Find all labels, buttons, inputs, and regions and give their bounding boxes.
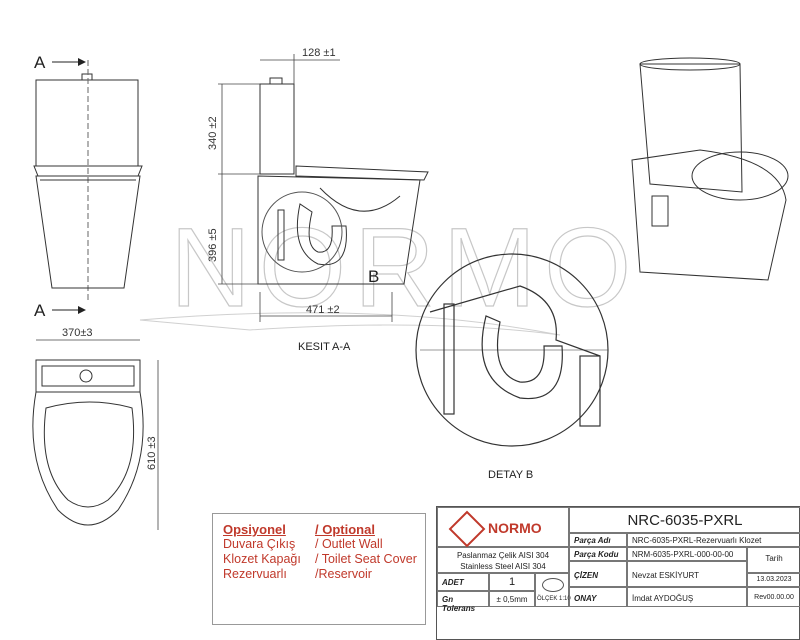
- section-seat: [295, 165, 429, 181]
- qty-value: 1: [489, 573, 535, 591]
- date-label: Tarih: [747, 547, 800, 573]
- iso-access-panel: [651, 195, 669, 227]
- detail-b-circle: [261, 191, 343, 273]
- front-bowl: [35, 175, 141, 289]
- plan-flush-button: [79, 369, 93, 383]
- optional-item: Klozet Kapağı / Toilet Seat Cover: [223, 552, 417, 566]
- section-trap: [296, 203, 347, 266]
- section-a-bottom: A: [34, 301, 46, 320]
- dim-top-width: 128 ±1: [302, 47, 336, 59]
- front-view: [33, 60, 143, 300]
- date-value: 13.03.2023: [747, 573, 800, 587]
- detail-name: DETAY B: [488, 469, 533, 481]
- material-tr: Paslanmaz Çelik AISI 304: [456, 551, 550, 560]
- title-block: NORMO Paslanmaz Çelik AISI 304 Stainless…: [436, 506, 800, 640]
- drawn-label: ÇİZEN: [569, 561, 627, 587]
- section-a-top: A: [34, 53, 46, 72]
- section-tank: [259, 83, 295, 175]
- approved-by: İmdat AYDOĞUŞ: [627, 587, 747, 607]
- section-view: [257, 77, 429, 285]
- iso-bowl: [631, 149, 787, 281]
- plan-tank: [35, 359, 141, 393]
- detail-trap: [481, 315, 563, 400]
- optional-item: Rezervuarlı /Reservoir: [223, 567, 372, 581]
- optional-title-tr: Opsiyonel: [223, 522, 286, 537]
- company-logo: [448, 510, 486, 548]
- part-code: NRM-6035-PXRL-000-00-00: [627, 547, 747, 561]
- section-name: KESIT A-A: [298, 341, 351, 353]
- dim-bowl-height: 396 ±5: [207, 228, 219, 262]
- watermark-text: NORMO: [170, 205, 639, 330]
- tolerance-label: Gn Tolerans: [437, 591, 489, 613]
- projection-icon: [542, 578, 564, 592]
- drawn-by: Nevzat ESKİYURT: [627, 561, 747, 587]
- part-code-label: Parça Kodu: [569, 547, 627, 561]
- tolerance-value: ± 0,5mm: [489, 591, 535, 607]
- approved-label: ONAY: [569, 587, 627, 607]
- watermark: NORMO: [139, 204, 639, 336]
- section-bowl: [257, 175, 421, 285]
- material-cell: Paslanmaz Çelik AISI 304 Stainless Steel…: [437, 547, 569, 573]
- section-markers: A A: [34, 53, 86, 320]
- iso-view: [631, 57, 789, 281]
- detail-view: [415, 253, 609, 447]
- watermark-swoosh: [139, 312, 561, 336]
- iso-seat: [691, 151, 789, 201]
- dim-depth: 471 ±2: [306, 304, 340, 316]
- plan-seat: [43, 401, 135, 508]
- plan-view: [32, 339, 159, 530]
- projection-cell: ÖLÇEK 1:10: [535, 573, 571, 607]
- front-tank: [35, 79, 139, 167]
- revision: Rev00.00.00: [747, 587, 800, 607]
- part-name-label: Parça Adı: [569, 533, 627, 547]
- part-number: NRC-6035-PXRL: [569, 507, 800, 533]
- logo-text: NORMO: [488, 520, 542, 536]
- dim-plan-width: 370±3: [62, 327, 93, 339]
- iso-tank: [639, 63, 743, 193]
- front-tank-button: [81, 73, 93, 81]
- optional-box: Opsiyonel / Optional Duvara Çıkış / Outl…: [212, 513, 426, 625]
- optional-item: Duvara Çıkış / Outlet Wall: [223, 537, 383, 551]
- part-name: NRC-6035-PXRL-Rezervuarlı Klozet: [627, 533, 800, 547]
- material-en: Stainless Steel AISI 304: [460, 562, 546, 571]
- dim-plan-depth: 610 ±3: [146, 436, 158, 470]
- dim-tank-height: 340 ±2: [207, 116, 219, 150]
- scale: ÖLÇEK 1:10: [537, 596, 571, 602]
- detail-bowl-wall: [429, 285, 601, 357]
- optional-title-en: / Optional: [315, 522, 375, 537]
- qty-label: ADET: [437, 573, 489, 591]
- detail-mark: B: [368, 267, 379, 286]
- section-dimensions: [218, 54, 393, 322]
- plan-bowl: [32, 391, 144, 526]
- logo-cell: NORMO: [437, 507, 569, 548]
